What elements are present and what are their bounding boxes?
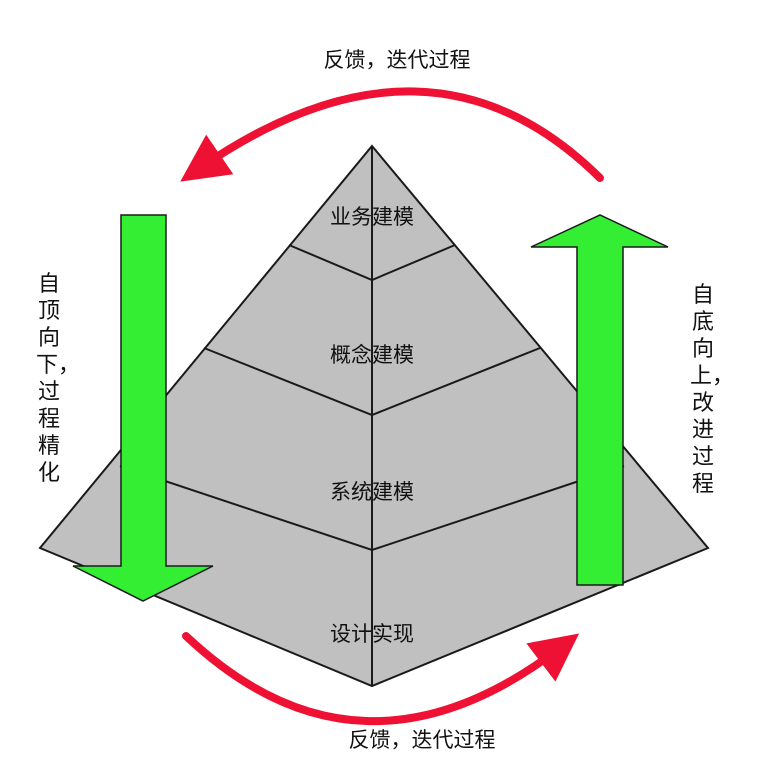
layer-label-business: 业务建模 <box>330 205 414 229</box>
layer-label-concept: 概念建模 <box>330 343 414 367</box>
top-feedback-caption: 反馈，迭代过程 <box>324 48 471 72</box>
feedback-arrow-top <box>180 87 604 182</box>
left-side-label: 自顶向下，过程精化 <box>36 272 81 486</box>
layer-label-design: 设计实现 <box>330 622 414 646</box>
bottom-feedback-caption: 反馈，迭代过程 <box>349 728 496 752</box>
top-down-arrow <box>72 214 214 602</box>
layer-divider-3 <box>119 465 625 552</box>
layer-divider-1 <box>288 244 456 282</box>
layer-label-system: 系统建模 <box>330 480 414 504</box>
bottom-up-arrow <box>530 214 669 586</box>
layer-divider-2 <box>203 347 541 417</box>
feedback-arrow-bottom <box>182 632 580 725</box>
right-side-label: 自底向上，改进过程 <box>690 283 735 497</box>
